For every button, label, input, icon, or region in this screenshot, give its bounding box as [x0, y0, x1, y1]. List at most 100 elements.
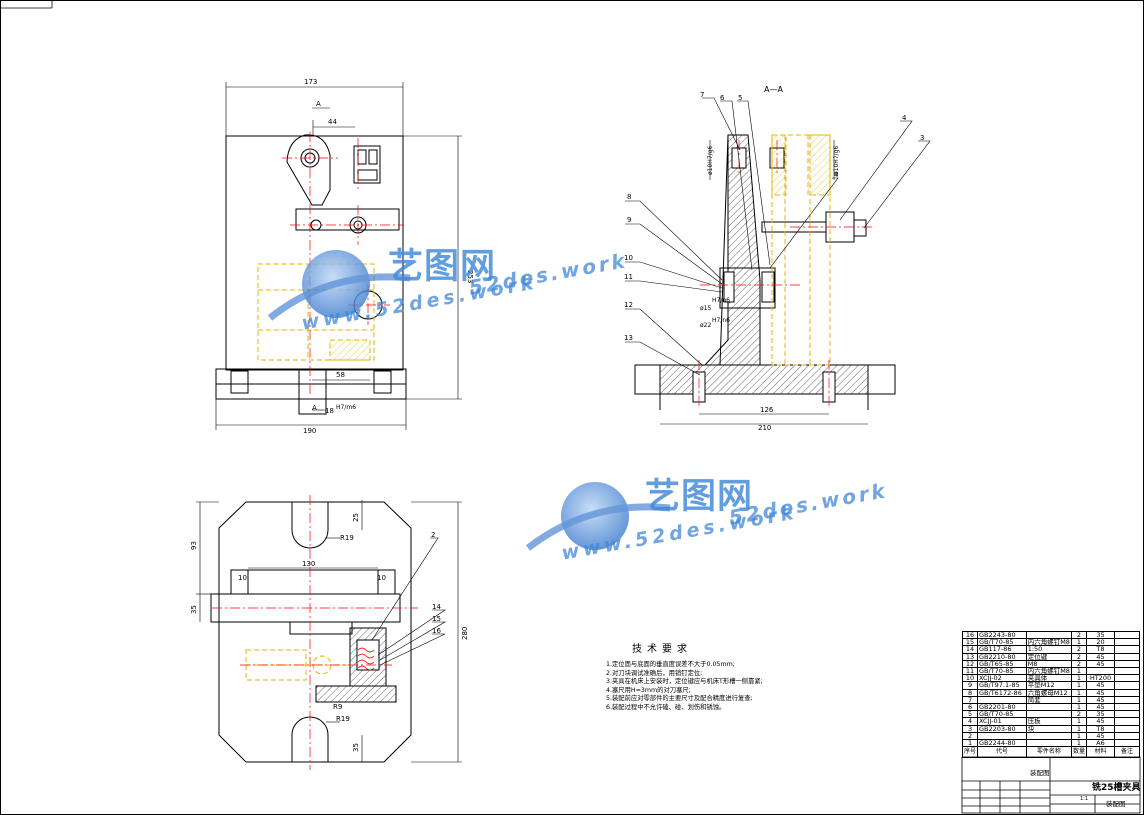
leader-15: 15: [432, 615, 441, 623]
bom-cell: 1: [1070, 695, 1087, 705]
dim-280: 280: [461, 627, 469, 640]
bom-header-cell: 序号: [961, 746, 979, 759]
bom-cell: [1113, 688, 1141, 697]
tech-note-line: 5.装配前应对零部件的主要尺寸及配合精度进行复查;: [606, 695, 753, 703]
bom-header-cell: 数量: [1070, 746, 1087, 759]
tech-notes-title: 技术要求: [632, 644, 692, 655]
dim-210: 210: [758, 424, 771, 432]
bom-cell: [1113, 739, 1141, 748]
bom-cell: 45: [1085, 688, 1115, 697]
bom-cell: T8: [1085, 645, 1115, 654]
section-view-labels: A—A 7 6 5 4 3 8 9 10 11 12 13 4 ø10H7/g6…: [624, 85, 924, 432]
bom-cell: 压板: [1025, 717, 1072, 726]
leader-16: 16: [432, 627, 441, 635]
bom-cell: 45: [1085, 652, 1115, 661]
bom-cell: [1025, 630, 1072, 640]
bom-cell: 35: [1085, 630, 1115, 640]
bom-cell: 1: [1070, 717, 1087, 726]
bom-cell: HT200: [1085, 674, 1115, 683]
bom-cell: 1: [1070, 667, 1087, 676]
tech-note-line: 2.对刀块调试准确后，用销钉定位;: [606, 669, 703, 677]
tech-note-line: 4.塞尺用H=3mm的对刀塞尺;: [606, 686, 691, 694]
drawing-scale: 1:1: [1080, 796, 1089, 802]
bom-cell: GB2203-80: [977, 724, 1027, 733]
leader-11: 11: [624, 273, 633, 281]
bom-cell: [1113, 703, 1141, 712]
bom-cell: 1: [961, 739, 979, 748]
bom-cell: GB2244-80: [977, 739, 1027, 748]
dim-10-left: 10: [238, 574, 247, 582]
dim-18: 18: [325, 407, 334, 415]
bom-cell: [1113, 674, 1141, 683]
fit-4-tol: H7/n6: [712, 317, 730, 324]
bom-cell: XCJJ-01: [977, 717, 1027, 726]
tech-note-line: 1.定位面与底面的垂直度误差不大于0.05mm;: [606, 661, 735, 668]
bom-cell: 12: [961, 659, 979, 669]
bom-cell: 夹具体: [1025, 674, 1072, 683]
watermark-globe-1: [267, 250, 411, 321]
bom-cell: [1113, 710, 1141, 719]
dim-126: 126: [760, 406, 774, 414]
bom-cell: GB/T65-85: [977, 659, 1027, 669]
top-view: [196, 495, 462, 770]
bom-cell: 14: [961, 645, 979, 654]
bom-cell: 45: [1085, 659, 1115, 669]
dim-93: 93: [190, 541, 198, 550]
leader-2: 2: [431, 531, 435, 539]
bom-cell: 定位键: [1025, 652, 1072, 661]
bom-cell: [1025, 739, 1072, 748]
bom-cell: [1113, 695, 1141, 705]
bom-cell: 6: [961, 703, 979, 712]
bom-cell: 1:50: [1025, 645, 1072, 654]
leader-7: 7: [700, 91, 704, 99]
tech-notes: 技术要求 1.定位面与底面的垂直度误差不大于0.05mm; 2.对刀块调试准确后…: [606, 640, 936, 713]
dim-58: 58: [336, 371, 345, 379]
bom-cell: GB/T6172-86: [977, 688, 1027, 697]
bom-cell: 1: [1070, 731, 1087, 741]
leader-3: 3: [920, 134, 924, 142]
bom-header-cell: 零件名称: [1025, 746, 1072, 759]
bom-cell: 45: [1085, 703, 1115, 712]
bom-cell: 2: [961, 731, 979, 741]
bom-header-cell: 备注: [1113, 746, 1141, 759]
tech-note-line: 3.夹具在机床上安装时，定位键应与机床T形槽一侧靠紧;: [606, 678, 763, 686]
bom-cell: GB/T70-85: [977, 667, 1027, 676]
dim-173: 173: [304, 78, 317, 86]
bom-cell: 六角螺母M12: [1025, 688, 1072, 697]
leader-10: 10: [624, 254, 633, 262]
leader-6: 6: [720, 94, 725, 102]
fit-3-tol: H7/n6: [712, 297, 730, 304]
section-view: [625, 97, 931, 425]
bom-cell: 2: [1070, 652, 1087, 661]
tech-note-line: 6.装配过程中不允许磕、碰、划伤和锈蚀。: [606, 703, 726, 711]
bom-cell: [1025, 731, 1072, 741]
bom-cell: XCJJ-02: [977, 674, 1027, 683]
bom-cell: [977, 695, 1027, 705]
dim-r9: R9: [333, 703, 342, 711]
bom-cell: 3: [961, 724, 979, 733]
bom-cell: 2: [1070, 630, 1087, 640]
leader-9: 9: [627, 216, 631, 224]
dim-r19-bottom: R19: [336, 715, 350, 723]
bom-cell: GB2243-80: [977, 630, 1027, 640]
fit-1: ø10H7/g6: [707, 146, 714, 175]
bom-cell: T8: [1085, 724, 1115, 733]
bom-cell: 9: [961, 681, 979, 690]
bom-cell: 11: [961, 667, 979, 676]
bom-cell: 2: [1070, 659, 1087, 669]
bom-header-cell: 材料: [1085, 746, 1115, 759]
bom-cell: [1113, 731, 1141, 741]
front-view-dims: 173 44 253 58 190 18 H7/m6 A A: [303, 78, 474, 435]
leader-12: 12: [624, 301, 633, 309]
bom-cell: [1113, 717, 1141, 726]
bom-cell: [977, 731, 1027, 741]
